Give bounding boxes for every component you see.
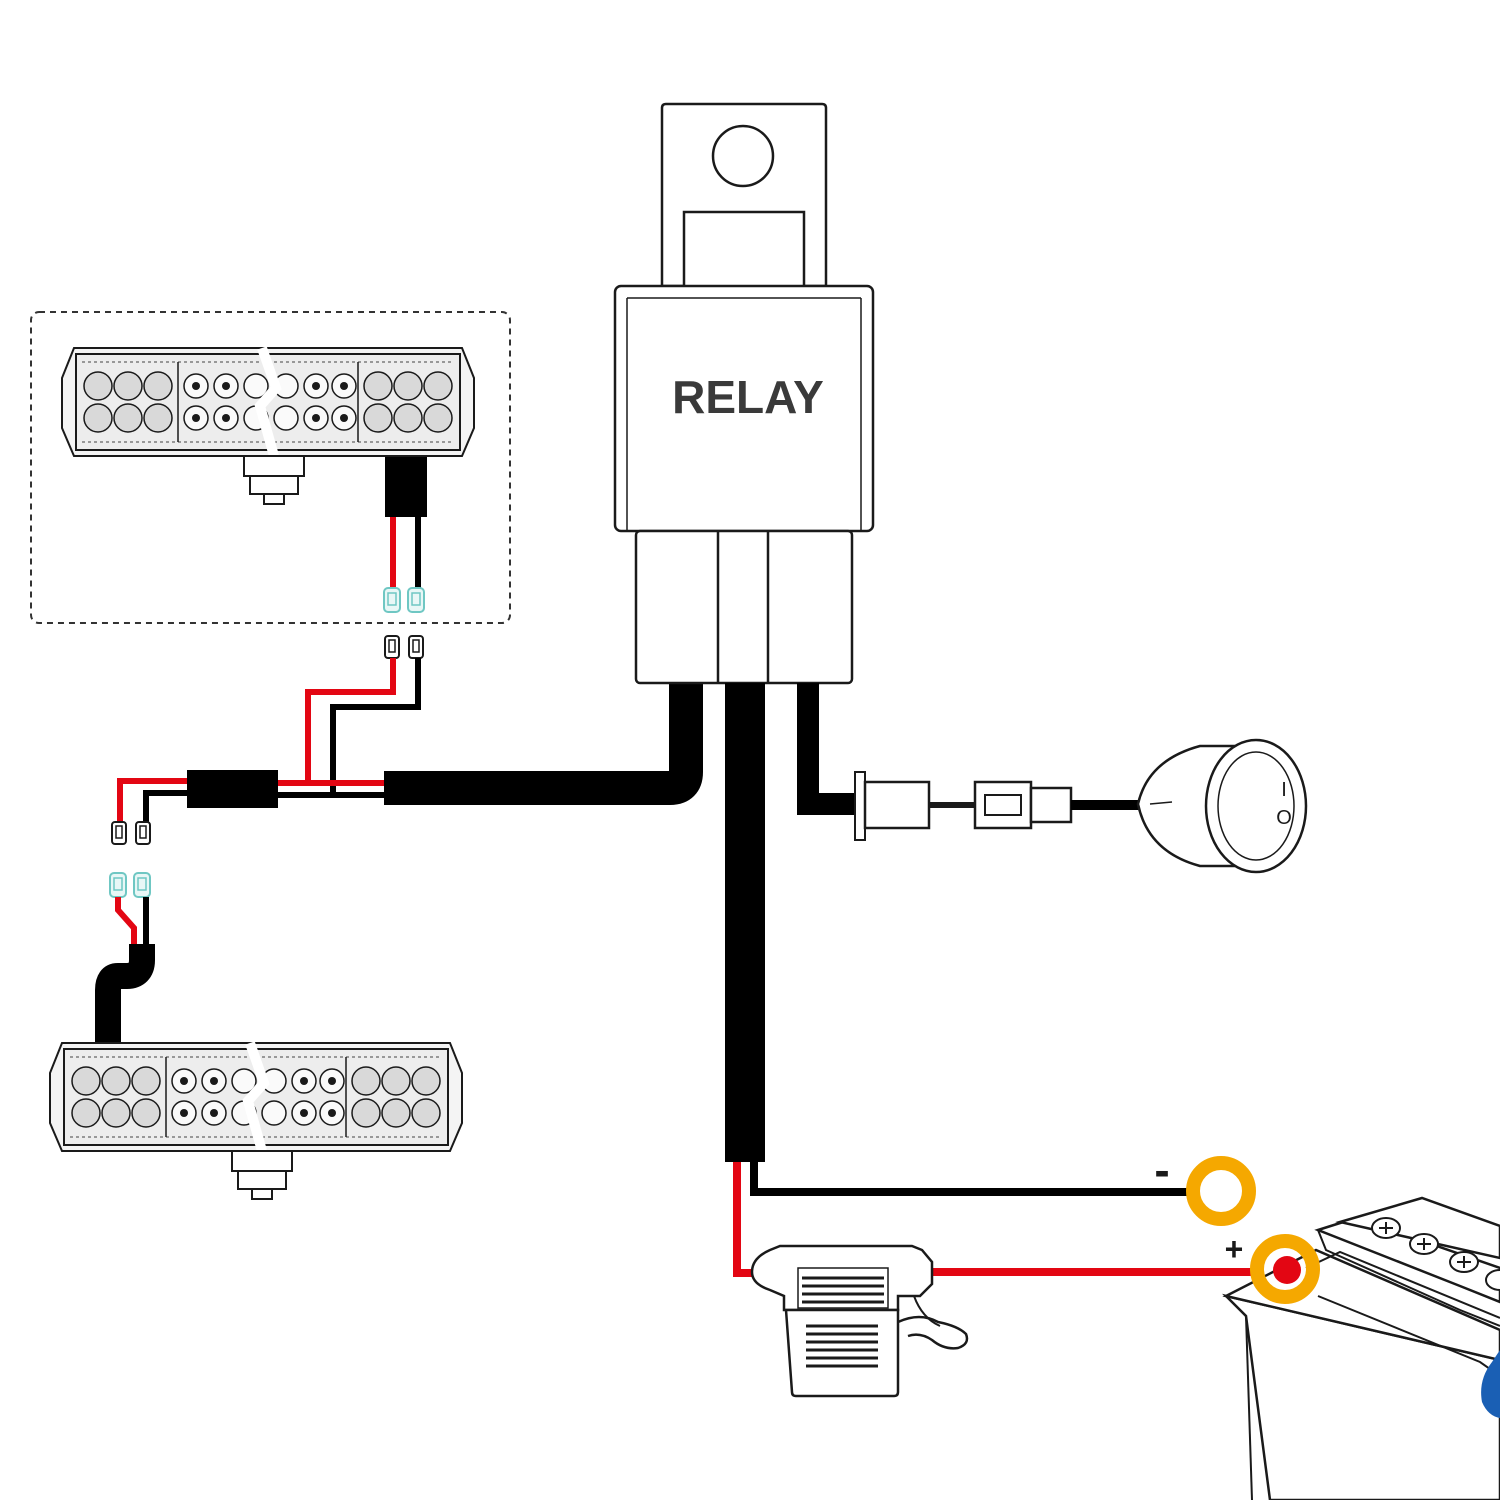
switch-cable xyxy=(797,683,862,815)
harness-left-negative-wire xyxy=(143,790,187,822)
negative-ring-terminal xyxy=(1186,1156,1256,1226)
light-bar-bottom-positive-wire xyxy=(115,897,137,944)
harness-left-spade-connectors xyxy=(111,821,151,845)
harness-left-positive-wire xyxy=(117,778,187,822)
harness-top-spade-connectors xyxy=(384,635,424,659)
harness-top-negative-wire xyxy=(330,658,421,792)
battery-positive-post xyxy=(1273,1256,1301,1284)
light-bar-top-female-connectors xyxy=(383,587,425,613)
fuse-holder xyxy=(750,1244,969,1398)
relay-socket xyxy=(634,529,854,685)
relay: RELAY xyxy=(613,102,875,685)
relay-mount-hole xyxy=(711,124,775,188)
harness-main-cable xyxy=(384,684,703,805)
switch-off-symbol: O xyxy=(1276,807,1292,829)
harness-top-positive-wire xyxy=(305,658,396,785)
light-bar-outline-box xyxy=(30,311,511,624)
light-bar-bottom-female-connectors xyxy=(109,872,151,898)
light-bar-bottom-cable xyxy=(95,944,155,1046)
battery-negative-cap xyxy=(1481,1350,1500,1418)
negative-label: - xyxy=(1154,1144,1169,1196)
switch-connector xyxy=(854,771,1140,841)
positive-ring-terminal xyxy=(1250,1234,1320,1304)
battery-negative-wire xyxy=(750,1162,1188,1196)
light-bar-top-plug xyxy=(385,457,427,517)
harness-splice-sleeve xyxy=(187,770,278,808)
relay-label: RELAY xyxy=(672,371,824,423)
led-light-bar-bottom xyxy=(50,1043,462,1199)
rocker-switch: I O xyxy=(1136,738,1308,874)
switch-on-symbol: I xyxy=(1281,779,1287,801)
positive-label: + xyxy=(1225,1231,1244,1267)
